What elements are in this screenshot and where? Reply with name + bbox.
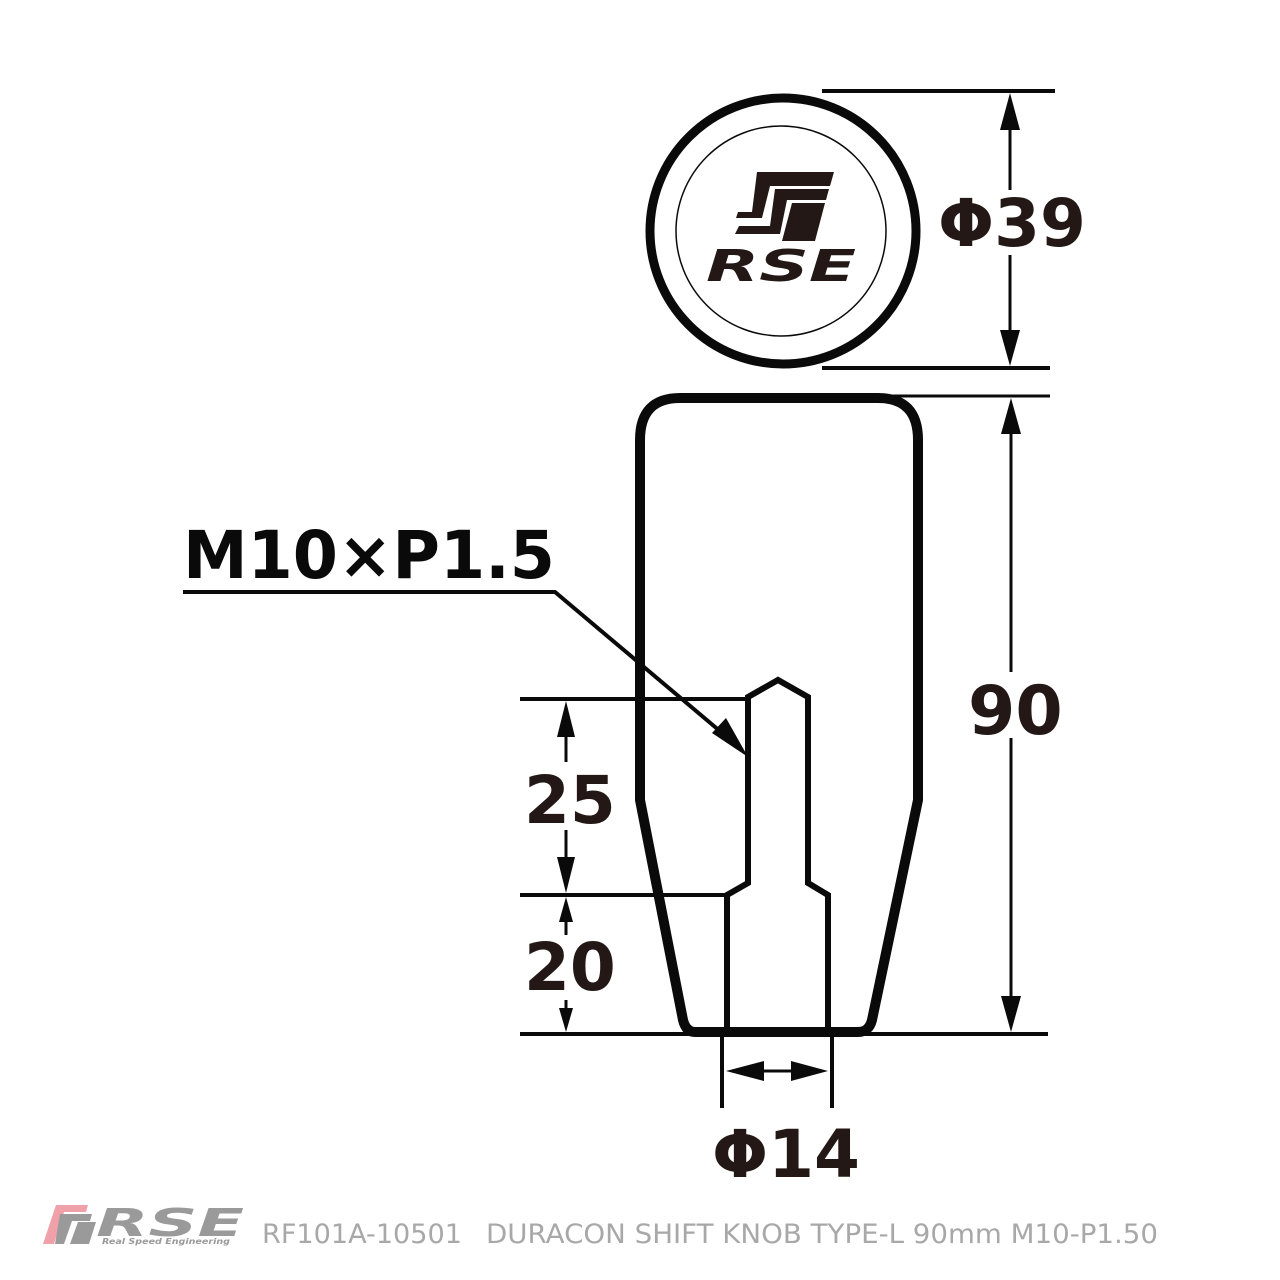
arrow-down-icon <box>557 857 575 893</box>
height-90-dimension: 90 <box>860 394 1063 1036</box>
height-90-label: 90 <box>968 672 1063 751</box>
footer-part-number: RF101A-10501 <box>262 1219 462 1250</box>
arrow-down-icon <box>559 1008 573 1032</box>
rse-brand-logo-icon: RSE Real Speed Engineering <box>43 1201 244 1246</box>
arrow-down-icon <box>1001 996 1021 1032</box>
knob-outer-circle <box>645 93 921 369</box>
arrow-up-icon <box>559 897 573 922</box>
footer-description: DURACON SHIFT KNOB TYPE-L 90mm M10-P1.50 <box>486 1219 1158 1250</box>
rse-emblem-icon <box>735 172 834 241</box>
thread-depth-25-label: 25 <box>524 762 616 839</box>
diameter-39-label: Φ39 <box>938 185 1086 262</box>
leader-arrow-icon <box>712 718 748 757</box>
arrow-up-icon <box>1001 398 1021 434</box>
diameter-39-dimension: Φ39 <box>822 89 1086 370</box>
footer-brand-tagline: Real Speed Engineering <box>102 1237 230 1246</box>
arrow-left-icon <box>726 1061 764 1081</box>
arrow-right-icon <box>791 1061 828 1081</box>
arrow-up-icon <box>1000 93 1020 130</box>
thread-callout-label: M10×P1.5 <box>183 517 555 594</box>
side-view <box>635 393 923 1037</box>
knob-inner-circle <box>675 125 887 337</box>
knob-body-outline <box>635 393 923 1037</box>
logo-text: RSE <box>706 241 856 292</box>
thread-bore-outline <box>724 676 831 1032</box>
arrow-up-icon <box>557 701 575 737</box>
footer: RSE Real Speed Engineering RF101A-10501 … <box>43 1201 1158 1250</box>
bore-diameter-14-label: Φ14 <box>712 1116 860 1193</box>
depth-dimensions: 25 20 <box>520 697 748 1036</box>
arrow-down-icon <box>1000 330 1020 366</box>
thread-callout: M10×P1.5 <box>183 517 748 757</box>
footer-brand: RSE <box>96 1201 244 1245</box>
counterbore-depth-20-label: 20 <box>524 929 616 1006</box>
top-view: RSE <box>645 93 921 369</box>
bore-diameter-14-dimension: Φ14 <box>712 1034 860 1193</box>
